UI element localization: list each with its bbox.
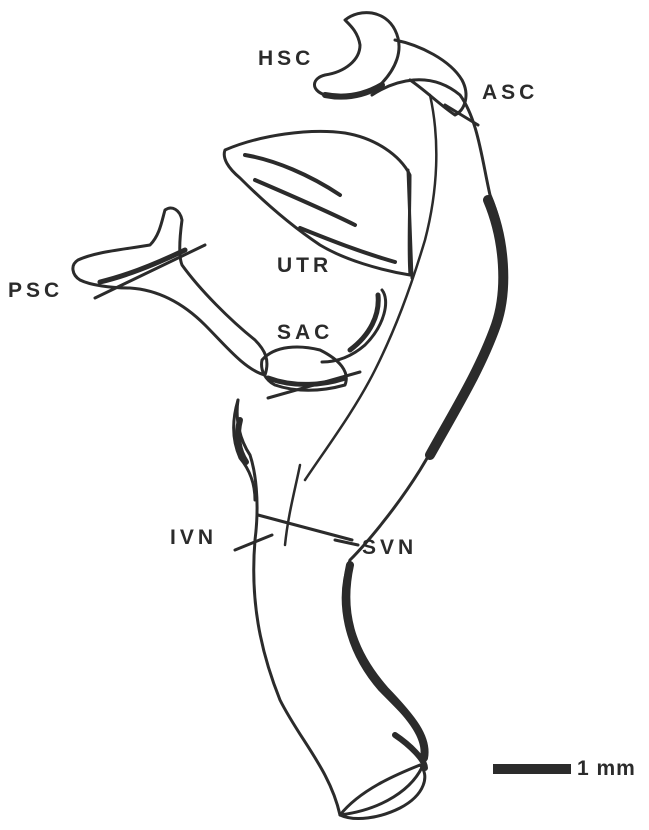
ivn-svn-division [285, 465, 300, 545]
utricle-shading-1 [245, 155, 340, 195]
trunk-cut-end [340, 765, 425, 819]
label-asc: ASC [482, 82, 538, 103]
svn-pointer [335, 540, 358, 545]
hsc-canal [314, 13, 399, 97]
nerve-trunk-shading [430, 200, 503, 455]
saccular-nerve-hook-inner [350, 295, 378, 350]
psc-canal [73, 208, 267, 375]
scale-bar: 1 mm [493, 757, 636, 781]
psc-shading [100, 250, 185, 282]
utricle-shading-2 [255, 180, 355, 225]
label-psc: PSC [8, 280, 63, 301]
label-hsc: HSC [258, 48, 314, 69]
nerve-trunk-shading-lower [346, 565, 424, 758]
nerve-trunk-inner [305, 95, 436, 480]
scale-bar-label: 1 mm [577, 757, 636, 781]
scale-bar-line [493, 764, 571, 774]
asc-canal [395, 40, 466, 115]
label-svn: SVN [362, 537, 417, 558]
label-sac: SAC [277, 322, 333, 343]
label-ivn: IVN [170, 527, 217, 548]
label-utr: UTR [277, 255, 332, 276]
